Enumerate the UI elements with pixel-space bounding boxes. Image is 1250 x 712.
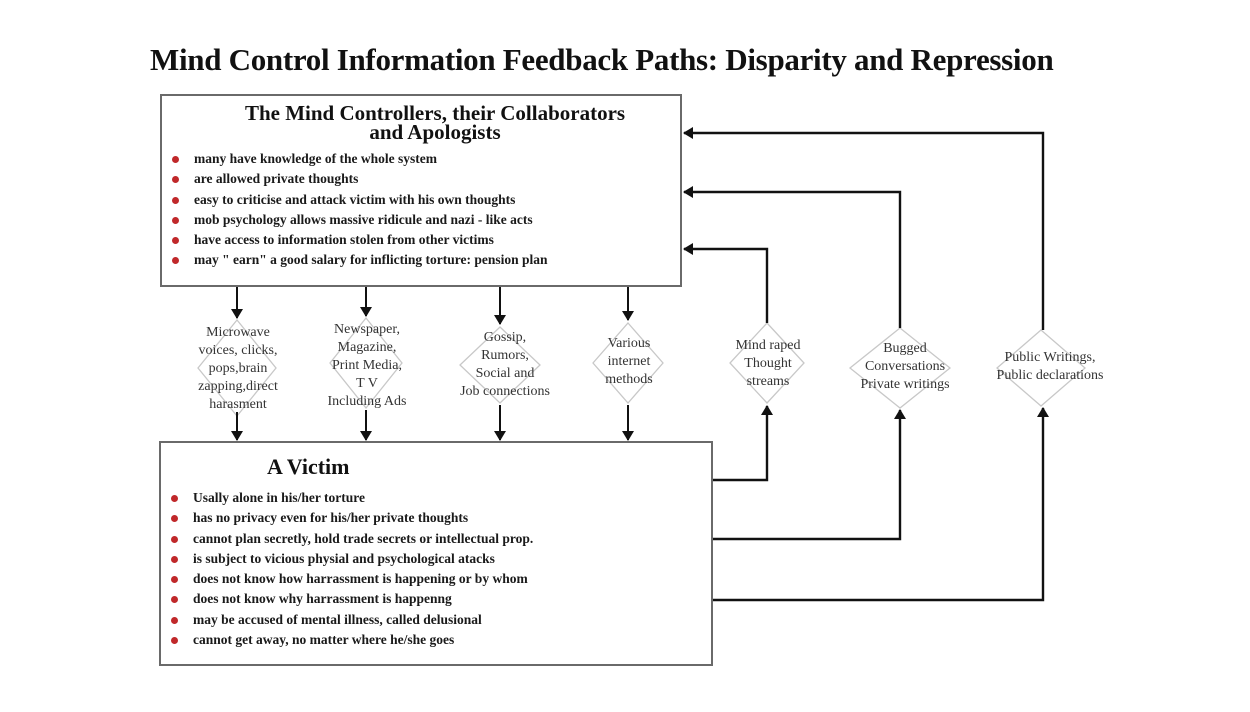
list-item: may be accused of mental illness, called… [161, 610, 711, 630]
bullet-dot-icon [171, 515, 178, 523]
bullet-dot-icon [171, 535, 178, 543]
path-label-public: Public Writings, Public declarations [996, 350, 1104, 383]
bullet-dot-icon [172, 216, 179, 224]
path-label-media: Newspaper, Magazine, Print Media, T V In… [327, 322, 407, 409]
diamond-internet [592, 322, 664, 404]
arrow-mind-raped-in [713, 405, 773, 482]
diagram-title: Mind Control Information Feedback Paths:… [150, 42, 1054, 77]
arrow-bugged-out [683, 186, 902, 328]
victim-box: A Victim Usally alone in his/her torture… [159, 441, 713, 666]
path-label-gossip: Gossip, Rumors, Social and Job connectio… [460, 330, 550, 399]
controllers-heading: The Mind Controllers, their Collaborator… [162, 101, 680, 144]
diamond-gossip [459, 326, 541, 404]
list-item: may " earn" a good salary for inflicting… [162, 250, 680, 270]
diamond-media [329, 316, 403, 410]
bullet-dot-icon [171, 495, 178, 502]
diamond-bugged [848, 327, 952, 409]
path-label-internet: Various internet methods [605, 336, 653, 387]
list-item: cannot plan secretly, hold trade secrets… [161, 529, 711, 549]
diamond-public [996, 329, 1086, 407]
bullet-dot-icon [171, 555, 178, 563]
arrow-mind-raped-out [683, 243, 769, 323]
list-item: have access to information stolen from o… [162, 230, 680, 250]
list-item: does not know why harrassment is happenn… [161, 589, 711, 609]
list-item: cannot get away, no matter where he/she … [161, 630, 711, 650]
bullet-dot-icon [171, 616, 178, 624]
path-label-microwave: Microwave voices, clicks, pops,brain zap… [198, 325, 278, 412]
controllers-heading-line1: The Mind Controllers, their Collaborator… [244, 101, 626, 125]
controllers-bullet-list: many have knowledge of the whole system … [162, 149, 680, 271]
diamond-mind-raped [729, 322, 805, 404]
bullet-dot-icon [171, 637, 178, 645]
list-item: has no privacy even for his/her private … [161, 508, 711, 528]
bullet-dot-icon [172, 196, 179, 204]
list-item: are allowed private thoughts [162, 169, 680, 189]
list-item: is subject to vicious physial and psycho… [161, 549, 711, 569]
arrow-bugged-in [713, 409, 906, 541]
list-item: does not know how harrassment is happeni… [161, 569, 711, 589]
controllers-box: The Mind Controllers, their Collaborator… [160, 94, 682, 287]
list-item: easy to criticise and attack victim with… [162, 190, 680, 210]
arrow-public-in [713, 407, 1049, 602]
list-item: Usally alone in his/her torture [161, 488, 711, 508]
path-label-mind-raped: Mind raped Thought streams [735, 338, 801, 389]
path-label-bugged: Bugged Conversations Private writings [860, 341, 950, 392]
bullet-dot-icon [172, 176, 179, 184]
bullet-dot-icon [171, 576, 178, 584]
victim-heading: A Victim [267, 454, 350, 479]
arrow-public-out [683, 127, 1045, 330]
bullet-dot-icon [172, 257, 179, 265]
victim-bullet-list: Usally alone in his/her torture has no p… [161, 488, 711, 650]
list-item: many have knowledge of the whole system [162, 149, 680, 169]
controllers-heading-line2: and Apologists [369, 120, 501, 144]
list-item: mob psychology allows massive ridicule a… [162, 210, 680, 230]
bullet-dot-icon [172, 237, 179, 245]
bullet-dot-icon [171, 596, 178, 604]
bullet-dot-icon [172, 156, 179, 163]
